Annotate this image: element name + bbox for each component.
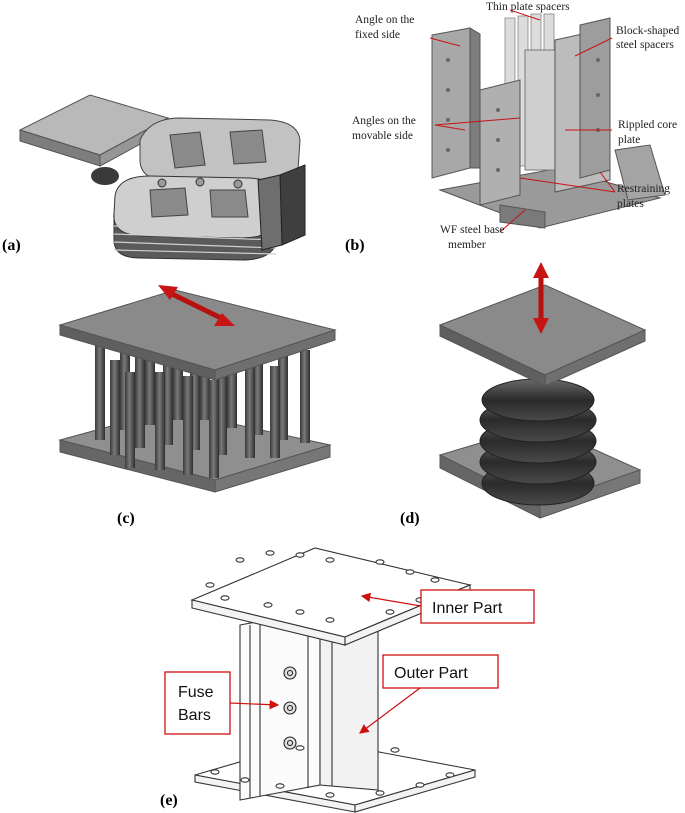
panel-label-a: (a) [2,237,21,254]
label-angle-fixed-line2: fixed side [355,29,400,41]
panel-label-c: (c) [117,510,135,527]
label-angles-movable-line2: movable side [352,130,413,142]
steel-rod [278,345,288,440]
steel-rod [209,380,219,478]
outer-part-box [382,654,499,689]
bolt-hole [205,582,215,588]
steel-rod [110,360,120,455]
bolt-hole [210,769,220,775]
outer-part-label: Outer Part [394,665,468,682]
inner-part-label: Inner Part [432,600,503,617]
bolt-hole [295,745,305,751]
bolt-hole [240,777,250,783]
label-wf-base-line2: member [448,239,486,251]
panel-d-bellows-damper [438,262,647,519]
bolt-hole [295,609,305,615]
panel-label-d: (d) [400,510,420,527]
steel-rod [217,358,227,455]
steel-rod [253,340,263,435]
steel-rod [245,362,255,458]
panel-c-rod-damper [58,285,337,493]
bolt-hole [220,595,230,601]
fuse-bars-label-line1: Fuse [178,684,214,701]
bellows-rings [479,378,597,506]
steel-rod [183,376,193,475]
steel-rod [227,335,237,428]
bolt-hole [275,783,285,789]
label-angles-movable-line1: Angles on the [352,115,416,127]
steel-rod [125,372,135,468]
steel-rod [173,330,183,420]
label-rippled-core-line2: plate [618,134,640,146]
bolt-hole [295,552,305,558]
label-rippled-core-line1: Rippled core [618,119,677,131]
label-thin-plate-spacers: Thin plate spacers [486,1,570,13]
bolt-hole [415,782,425,788]
horizontal-motion-arrow [158,285,235,326]
bolt-hole [405,569,415,575]
steel-rods [95,330,310,478]
steel-rod [145,335,155,425]
steel-rod [300,350,310,443]
panel-label-e: (e) [160,792,178,809]
bolt-hole [265,550,275,556]
label-angle-fixed-line1: Angle on the [355,14,414,26]
steel-rod [270,366,280,458]
bolt-hole [445,772,455,778]
fuse-bars-label-line2: Bars [178,707,211,724]
fuse-bars-box [164,671,231,735]
steel-rod [190,352,200,450]
panel-label-b: (b) [345,237,365,254]
bolt-hole [325,792,335,798]
steel-rod [155,372,165,470]
inner-part-box [420,589,535,624]
bolt-hole [385,609,395,615]
panel-b-annotations: Angle on the fixed side Thin plate space… [352,1,679,251]
bolt-hole [390,747,400,753]
bolt-hole [375,790,385,796]
label-block-spacers-line2: steel spacers [616,39,674,51]
steel-rod [135,352,145,448]
label-wf-base-line1: WF steel base [440,224,505,236]
bolt-hole [375,559,385,565]
steel-rod [163,350,173,445]
steel-rod [95,345,105,440]
bolt-hole [325,557,335,563]
vertical-motion-arrow [533,262,549,334]
label-block-spacers-line1: Block-shaped [616,25,679,37]
panel-b-buckling-restrained-damper [429,9,666,233]
panel-e-callouts: Inner Part Outer Part Fuse Bars [164,589,535,735]
bolt-hole [325,617,335,623]
bolt-hole [430,577,440,583]
label-restraining-line1: Restraining [617,183,670,195]
label-restraining-line2: plates [617,198,644,210]
bolt-hole [263,602,273,608]
panel-a-damper-model [18,94,306,261]
bolt-hole [235,557,245,563]
